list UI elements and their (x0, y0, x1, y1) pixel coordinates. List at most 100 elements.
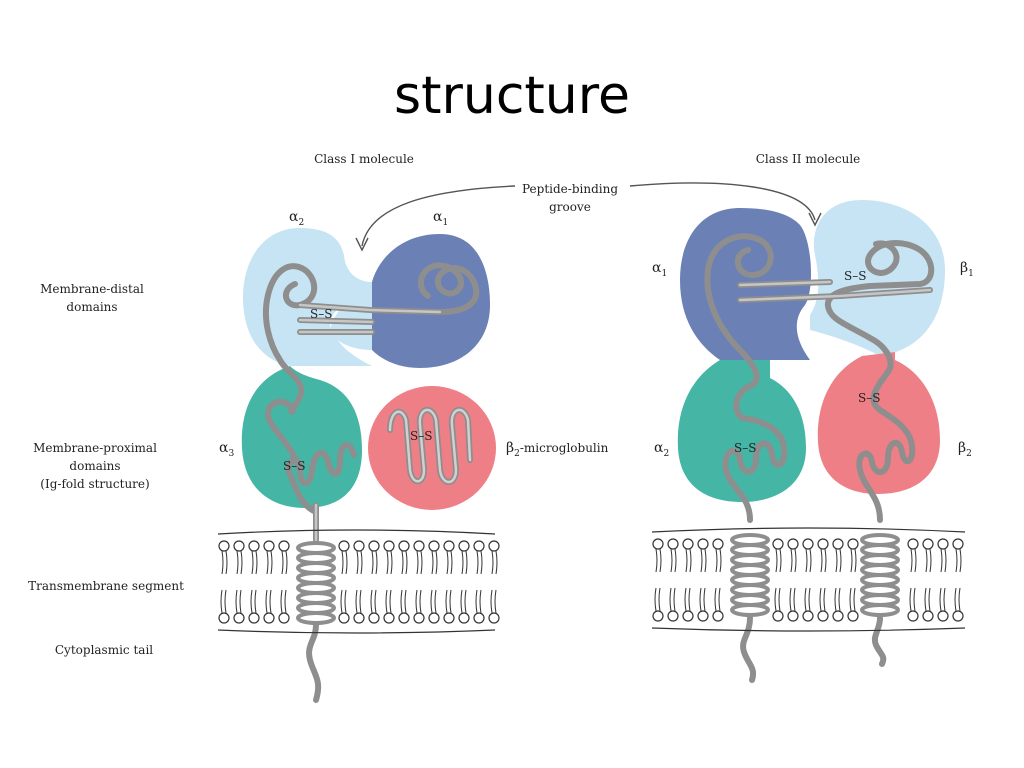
lipid-tail (415, 589, 418, 614)
lipid-head (353, 612, 365, 624)
lipid-head (922, 538, 934, 550)
class1-membrane (217, 529, 500, 634)
lipid-head (802, 538, 814, 550)
lipid-tail (914, 548, 917, 573)
class1-alpha3-label: α3 (219, 440, 234, 459)
class2-ss-beta2: S–S (858, 391, 880, 405)
lipid-tail (225, 550, 228, 575)
lipid-tail (491, 550, 494, 575)
lipid-tail (341, 550, 344, 575)
lipid-tail (958, 587, 961, 612)
lipid-tail (371, 550, 374, 575)
lipid-tail (479, 589, 482, 614)
lipid-tail (944, 548, 947, 573)
lipid-tail (431, 550, 434, 575)
groove-label-1: Peptide-binding (522, 182, 618, 196)
lipid-tail (445, 589, 448, 614)
lipid-tail (910, 548, 913, 573)
lipid-tail (659, 548, 662, 573)
lipid-tail (251, 550, 254, 575)
class2-ss-beta1: S–S (844, 269, 866, 283)
lipid-tail (250, 589, 253, 614)
lipid-head (832, 610, 844, 622)
lipid-tail (419, 589, 422, 614)
lipid-head (937, 538, 949, 550)
lipid-tail (778, 587, 781, 612)
lipid-tail (385, 589, 388, 614)
lipid-head (368, 612, 380, 624)
groove-arrow-left (361, 185, 516, 247)
lipid-tail (464, 589, 467, 614)
lipid-tail (461, 550, 464, 575)
lipid-head (263, 540, 275, 552)
lipid-head (398, 612, 410, 624)
lipid-tail (854, 548, 857, 573)
lipid-tail (355, 589, 358, 614)
lipid-tail (654, 587, 657, 612)
lipid-tail (688, 587, 691, 612)
lipid-tail (673, 587, 676, 612)
lipid-head (907, 610, 919, 622)
lipid-tail (718, 587, 721, 612)
lipid-tail (849, 587, 852, 612)
lipid-tail (390, 550, 393, 575)
lipid-tail (924, 587, 927, 612)
lipid-head (383, 540, 395, 552)
lipid-head (428, 540, 440, 552)
lipid-tail (929, 548, 932, 573)
lipid-head (368, 540, 380, 552)
lipid-head (907, 538, 919, 550)
lipid-tail (838, 587, 841, 612)
lipid-tail (446, 550, 449, 575)
class1-b2m-domain (368, 386, 496, 510)
lipid-tail (839, 548, 842, 573)
lipid-tail (476, 550, 479, 575)
lipid-head (278, 612, 290, 624)
lipid-head (383, 612, 395, 624)
lipid-tail (669, 587, 672, 612)
lipid-tail (401, 550, 404, 575)
lipid-tail (220, 589, 223, 614)
lipid-tail (449, 589, 452, 614)
lipid-head (218, 612, 230, 624)
lipid-tail (820, 548, 823, 573)
lipid-tail (389, 589, 392, 614)
lipid-tail (236, 550, 239, 575)
lipid-tail (280, 589, 283, 614)
class2-membrane (651, 527, 966, 632)
lipid-head (772, 538, 784, 550)
class2-cyto-tail-beta (871, 615, 887, 667)
lipid-tail (789, 587, 792, 612)
distal-label-1: Membrane-distal (40, 282, 144, 296)
lipid-head (922, 610, 934, 622)
lipid-head (772, 610, 784, 622)
lipid-tail (450, 550, 453, 575)
lipid-tail (490, 589, 493, 614)
lipid-tail (674, 548, 677, 573)
lipid-tail (913, 587, 916, 612)
lipid-head (458, 540, 470, 552)
lipid-tail (370, 589, 373, 614)
lipid-tail (819, 587, 822, 612)
class2-molecule: α1 β1 α2 β2 S–S S–S S–S (652, 200, 974, 683)
lipid-tail (460, 589, 463, 614)
lipid-head (413, 540, 425, 552)
lipid-head (443, 612, 455, 624)
lipid-tail (430, 589, 433, 614)
lipid-head (952, 538, 964, 550)
lipid-tail (704, 548, 707, 573)
lipid-head (847, 610, 859, 622)
lipid-tail (359, 589, 362, 614)
lipid-tail (480, 550, 483, 575)
groove-arrows (355, 182, 822, 252)
lipid-head (443, 540, 455, 552)
class2-beta2-label: β2 (958, 440, 972, 459)
lipid-tail (689, 548, 692, 573)
lipid-head (473, 612, 485, 624)
lipid-head (652, 610, 664, 622)
class2-title: Class II molecule (756, 152, 861, 166)
lipid-head (817, 610, 829, 622)
proximal-label-3: (Ig-fold structure) (40, 477, 149, 491)
lipid-tail (224, 589, 227, 614)
groove-arrow-right (629, 182, 816, 221)
